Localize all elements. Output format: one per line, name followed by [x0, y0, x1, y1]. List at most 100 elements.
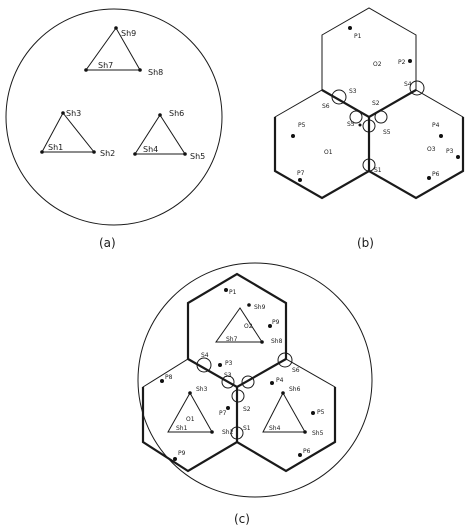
triangle-sh4-sh5-sh6	[134, 114, 186, 155]
node-sh7	[84, 68, 88, 72]
node-sh9	[114, 26, 118, 30]
node-sh1	[40, 150, 44, 154]
label-s4: S4	[404, 81, 412, 88]
c-label-p8: P8	[165, 374, 173, 381]
label-o3: O3	[427, 146, 436, 153]
panel-b: P1 O2 P2 S3 S2 S4 S6 P5 S5 S5 P4 O1 O3 P…	[273, 7, 465, 250]
node-sh6	[158, 113, 162, 117]
label-s2: S2	[372, 100, 380, 107]
marker-center	[362, 119, 376, 133]
label-o2: O2	[373, 61, 382, 68]
c-label-sh2: Sh2	[222, 429, 234, 436]
c-label-s1: S1	[243, 425, 251, 432]
triangle-sh7-sh8-sh9	[85, 27, 141, 71]
label-p7: P7	[297, 170, 305, 177]
c-label-sh9: Sh9	[254, 304, 266, 311]
point-p6	[427, 176, 431, 180]
c-label-p5: P5	[317, 409, 325, 416]
c-triangle-top	[215, 307, 263, 343]
label-sh7: Sh7	[98, 61, 113, 70]
label-sh9: Sh9	[121, 29, 136, 38]
hexagon-c-top	[187, 273, 287, 388]
c-point-p9	[268, 324, 272, 328]
c-point-sh6	[281, 391, 285, 395]
c-label-sh6: Sh6	[289, 386, 301, 393]
label-sh8: Sh8	[148, 68, 163, 77]
c-point-p4	[270, 381, 274, 385]
panel-c-caption: (c)	[234, 512, 250, 526]
panel-a: Sh9 Sh7 Sh8 Sh3 Sh1 Sh2 Sh6 Sh4 Sh5 (a)	[5, 8, 223, 250]
c-marker-c	[231, 389, 245, 403]
c-point-p1	[224, 288, 228, 292]
label-s3: S3	[349, 88, 357, 95]
c-marker-s4	[196, 357, 212, 373]
point-p3	[456, 155, 460, 159]
c-label-p3: P3	[225, 360, 233, 367]
label-p1: P1	[354, 33, 362, 40]
c-point-p6	[298, 453, 302, 457]
c-point-p9b	[173, 457, 177, 461]
label-p3: P3	[446, 148, 454, 155]
point-p7	[298, 178, 302, 182]
node-sh5	[183, 152, 187, 156]
c-label-s3: S3	[224, 372, 232, 379]
panel-c-circle	[137, 262, 373, 498]
c-point-p8	[160, 379, 164, 383]
label-s6: S6	[322, 103, 330, 110]
label-s5a: S5	[347, 121, 355, 128]
label-p4: P4	[432, 122, 440, 129]
marker-s2a	[349, 110, 363, 124]
marker-s1	[362, 158, 376, 172]
c-label-sh3: Sh3	[196, 386, 208, 393]
triangle-sh1-sh2-sh3	[41, 112, 96, 153]
marker-s2b	[374, 110, 388, 124]
c-point-sh2	[210, 430, 214, 434]
label-o1: O1	[324, 149, 333, 156]
panel-a-caption: (a)	[99, 236, 116, 250]
c-label-s4: S4	[201, 352, 209, 359]
point-p5	[291, 134, 295, 138]
c-point-p5	[311, 411, 315, 415]
c-point-p3	[218, 363, 222, 367]
c-point-sh9	[247, 303, 251, 307]
c-label-sh4: Sh4	[269, 425, 281, 432]
c-label-o1: O1	[186, 416, 195, 423]
point-p2	[408, 59, 412, 63]
c-label-p4: P4	[276, 377, 284, 384]
c-outer-thick	[186, 272, 288, 359]
marker-s3	[331, 89, 347, 105]
c-point-sh3	[188, 391, 192, 395]
node-sh2	[92, 150, 96, 154]
point-s5	[358, 123, 362, 127]
point-p4	[439, 134, 443, 138]
panel-c: P1 Sh9 P9 Sh7 O2 Sh8 S4 S6 P3 S3 P8 Sh3 …	[137, 262, 373, 526]
c-marker-s6	[277, 352, 293, 368]
panel-a-circle	[5, 8, 223, 226]
c-label-p7: P7	[219, 410, 227, 417]
c-marker-a	[221, 375, 235, 389]
c-label-o2: O2	[244, 323, 253, 330]
c-outer-bottom	[141, 387, 337, 473]
c-label-p1: P1	[229, 289, 237, 296]
c-label-sh1: Sh1	[176, 425, 188, 432]
label-sh1: Sh1	[48, 143, 63, 152]
label-s5b: S5	[383, 129, 391, 136]
c-label-s6: S6	[292, 367, 300, 374]
c-label-p9b: P9	[178, 450, 186, 457]
label-sh5: Sh5	[190, 152, 205, 161]
c-point-sh5	[303, 430, 307, 434]
marker-s4	[409, 80, 425, 96]
label-sh6: Sh6	[169, 109, 184, 118]
c-point-p7	[226, 406, 230, 410]
c-marker-b	[241, 375, 255, 389]
label-s1: S1	[374, 167, 382, 174]
c-label-sh8: Sh8	[271, 338, 283, 345]
label-sh4: Sh4	[143, 145, 158, 154]
label-p2: P2	[398, 59, 406, 66]
c-triangle-left	[167, 391, 213, 433]
c-label-sh5: Sh5	[312, 430, 324, 437]
hexagon-bottom-right	[368, 89, 464, 199]
node-sh3	[61, 111, 65, 115]
c-point-sh8	[260, 340, 264, 344]
